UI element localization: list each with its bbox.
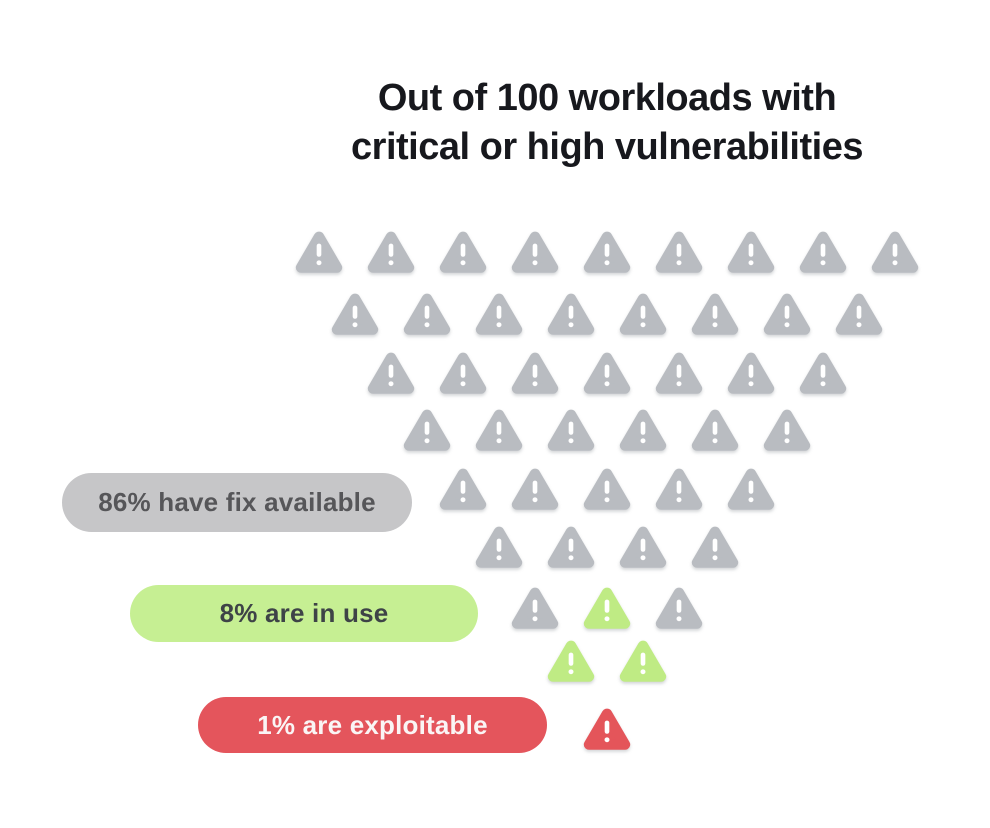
warning-triangle-icon bbox=[763, 409, 811, 451]
funnel-row-4 bbox=[403, 408, 811, 452]
warning-triangle-icon bbox=[511, 352, 559, 394]
warning-triangle-icon bbox=[619, 526, 667, 568]
warning-triangle-icon bbox=[655, 587, 703, 629]
warning-triangle-icon bbox=[727, 468, 775, 510]
stat-pill-in-use-label: 8% are in use bbox=[219, 598, 389, 628]
warning-triangle-icon bbox=[799, 352, 847, 394]
warning-triangle-icon bbox=[439, 231, 487, 273]
warning-triangle-icon bbox=[511, 231, 559, 273]
warning-triangle-icon bbox=[619, 640, 667, 682]
warning-triangle-icon bbox=[655, 468, 703, 510]
warning-triangle-icon bbox=[619, 293, 667, 335]
warning-triangle-icon bbox=[547, 409, 595, 451]
funnel-row-5 bbox=[439, 467, 775, 511]
warning-triangle-icon bbox=[691, 409, 739, 451]
funnel-row-1 bbox=[295, 230, 919, 274]
funnel-row-8 bbox=[547, 639, 667, 683]
warning-triangle-icon bbox=[691, 526, 739, 568]
warning-triangle-icon bbox=[691, 293, 739, 335]
warning-triangle-icon bbox=[331, 293, 379, 335]
stat-pill-in-use: 8% are in use bbox=[130, 585, 478, 642]
warning-triangle-icon bbox=[439, 352, 487, 394]
warning-triangle-icon bbox=[583, 708, 631, 750]
warning-triangle-icon bbox=[511, 587, 559, 629]
warning-triangle-icon bbox=[367, 231, 415, 273]
warning-triangle-icon bbox=[475, 409, 523, 451]
warning-triangle-icon bbox=[547, 640, 595, 682]
funnel-row-9 bbox=[583, 707, 631, 751]
warning-triangle-icon bbox=[295, 231, 343, 273]
warning-triangle-icon bbox=[475, 293, 523, 335]
funnel-row-6 bbox=[475, 525, 739, 569]
warning-triangle-icon bbox=[367, 352, 415, 394]
warning-triangle-icon bbox=[727, 231, 775, 273]
warning-triangle-icon bbox=[763, 293, 811, 335]
warning-triangle-icon bbox=[655, 231, 703, 273]
warning-triangle-icon bbox=[475, 526, 523, 568]
warning-triangle-icon bbox=[835, 293, 883, 335]
warning-triangle-icon bbox=[871, 231, 919, 273]
title-line-1: Out of 100 workloads with bbox=[377, 77, 837, 119]
warning-triangle-icon bbox=[655, 352, 703, 394]
page-title: Out of 100 workloads with critical or hi… bbox=[351, 74, 863, 172]
warning-triangle-icon bbox=[439, 468, 487, 510]
warning-triangle-icon bbox=[403, 409, 451, 451]
warning-triangle-icon bbox=[583, 468, 631, 510]
warning-triangle-icon bbox=[547, 293, 595, 335]
warning-triangle-icon bbox=[583, 231, 631, 273]
warning-triangle-icon bbox=[727, 352, 775, 394]
warning-triangle-icon bbox=[583, 352, 631, 394]
funnel-row-3 bbox=[367, 351, 847, 395]
stat-pill-fix-available: 86% have fix available bbox=[62, 473, 412, 532]
warning-triangle-icon bbox=[583, 587, 631, 629]
funnel-row-7 bbox=[511, 586, 703, 630]
funnel-row-2 bbox=[331, 292, 883, 336]
warning-triangle-icon bbox=[403, 293, 451, 335]
warning-triangle-icon bbox=[619, 409, 667, 451]
warning-triangle-icon bbox=[799, 231, 847, 273]
stat-pill-exploitable: 1% are exploitable bbox=[198, 697, 547, 753]
stat-pill-exploitable-label: 1% are exploitable bbox=[257, 709, 488, 740]
warning-triangle-icon bbox=[547, 526, 595, 568]
title-line-2: critical or high vulnerabilities bbox=[351, 126, 863, 168]
stat-pill-fix-available-label: 86% have fix available bbox=[98, 487, 376, 517]
warning-triangle-icon bbox=[511, 468, 559, 510]
